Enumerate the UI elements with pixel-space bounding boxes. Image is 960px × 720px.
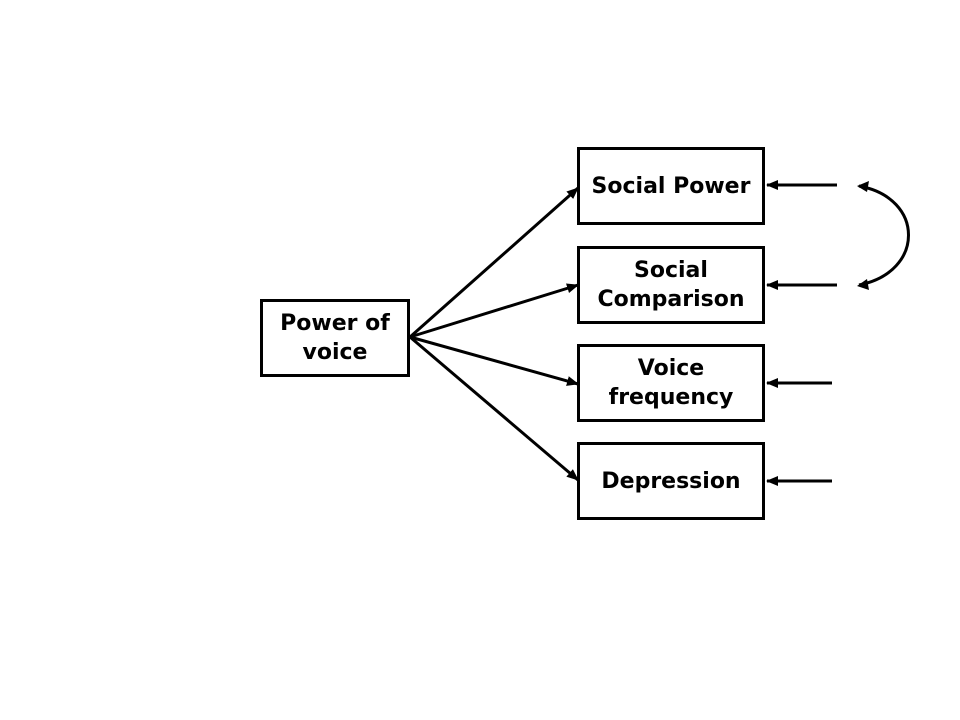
covariance-arc bbox=[858, 184, 910, 287]
node-voice-frequency-label: Voice frequency bbox=[608, 356, 734, 410]
node-social-comparison-label: Social Comparison bbox=[597, 258, 745, 312]
node-social-comparison: Social Comparison bbox=[577, 246, 765, 324]
node-social-power: Social Power bbox=[577, 147, 765, 225]
node-power-of-voice: Power of voice bbox=[260, 299, 410, 377]
node-depression-label: Depression bbox=[601, 468, 741, 494]
path-arrow-social-power bbox=[409, 186, 579, 339]
node-voice-frequency: Voice frequency bbox=[577, 344, 765, 422]
node-power-of-voice-label: Power of voice bbox=[280, 311, 390, 365]
path-arrow-social-comparison bbox=[409, 283, 579, 339]
path-arrow-depression bbox=[409, 335, 579, 482]
covariance-arrowhead-top bbox=[857, 181, 869, 192]
covariance-arrowhead-bottom bbox=[857, 279, 869, 290]
node-social-power-label: Social Power bbox=[591, 173, 751, 199]
node-depression: Depression bbox=[577, 442, 765, 520]
path-arrow-voice-frequency bbox=[409, 335, 579, 386]
